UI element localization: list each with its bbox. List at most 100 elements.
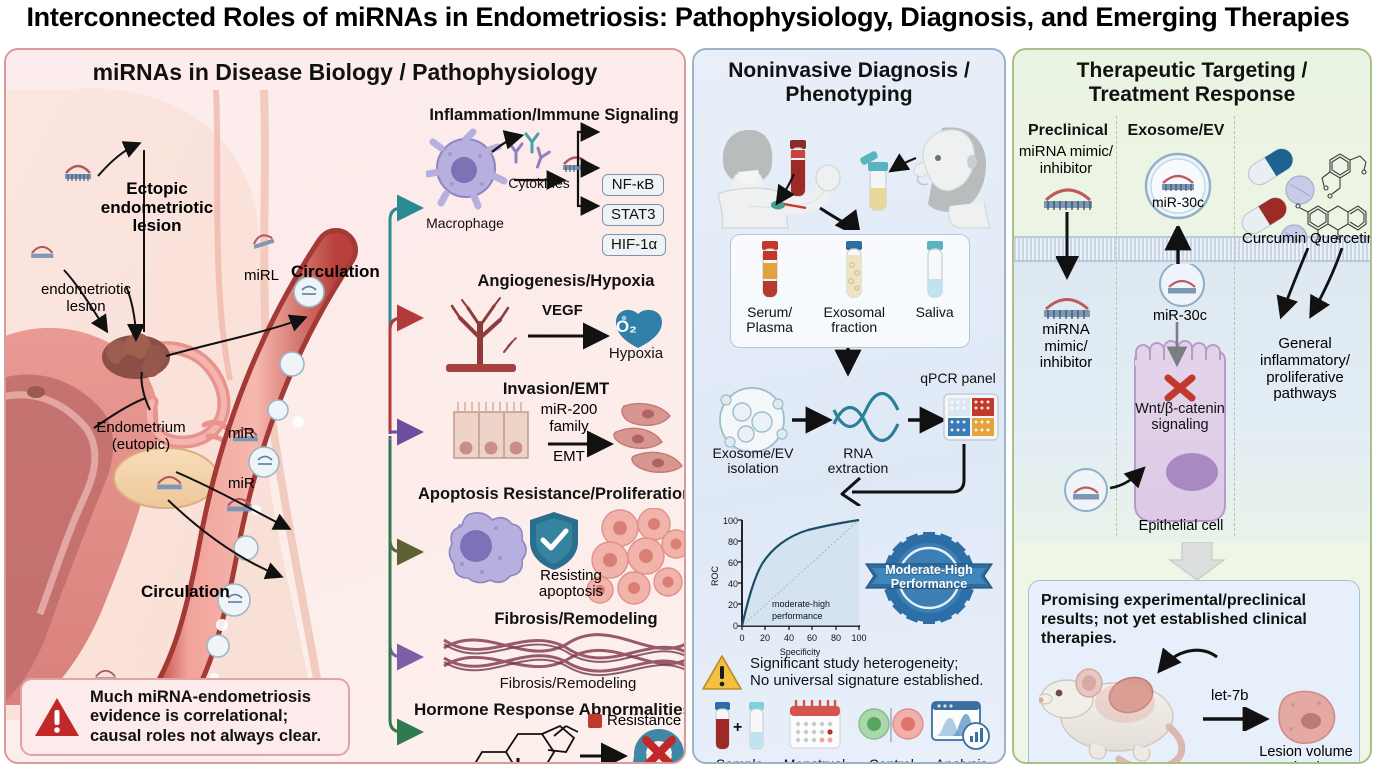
column-divider-1	[1116, 116, 1117, 536]
qpcr-to-roc-arrow	[840, 444, 966, 506]
label-qpcr-panel: qPCR panel	[920, 370, 996, 386]
tube-icon-exosomal-fraction	[846, 241, 863, 298]
factor-analysis-method: Analysis method	[927, 698, 996, 762]
mirna-hairpin-icon-intracellular	[1044, 298, 1090, 319]
reduced-lesion-illustration	[1278, 690, 1336, 744]
callout-correlational-text: Much miRNA-endometriosis evidence is cor…	[90, 687, 322, 745]
patient-sampling-illustration	[717, 127, 991, 230]
sample-tube-exosomal-fraction: Exosomal fraction	[824, 241, 885, 336]
exosome-membrane-vesicle-icon	[1159, 264, 1205, 307]
callout-promising-text: Promising experimental/preclinical resul…	[1041, 592, 1307, 648]
drug-compounds-illustration	[1241, 148, 1367, 242]
label-ectopic-lesion: Ectopic endometriotic lesion	[100, 179, 214, 236]
roc-x-axis-label: Specificity	[780, 647, 821, 657]
calendar-icon	[788, 699, 841, 749]
legend-resistance: Resistance	[588, 712, 681, 729]
column-divider-2	[1234, 116, 1235, 536]
roc-y-axis-label: ROC	[710, 566, 720, 587]
warning-heterogeneity-text: Significant study heterogeneity; No univ…	[750, 655, 984, 689]
mouse-model-illustration	[1039, 668, 1186, 762]
exosome-vesicle-icon	[1144, 152, 1212, 220]
section-heading-inflammation: Inflammation/Immune Signaling	[429, 106, 679, 124]
label-rna-extraction: RNA extraction	[827, 445, 889, 477]
label-resisting-apoptosis: Resisting apoptosis	[538, 567, 604, 601]
svg-text:+: +	[733, 719, 742, 736]
section-heading-apoptosis: Apoptosis Resistance/Proliferation	[418, 485, 686, 503]
steroid-structure-illustration	[474, 724, 579, 762]
control-selection-icon	[858, 708, 925, 742]
pathway-box-hif1a: HIF-1α	[602, 234, 667, 256]
factor-sample-type: + Sample type	[706, 698, 773, 762]
label-mir-1: miR	[228, 425, 255, 442]
svg-text:20: 20	[760, 633, 770, 643]
epithelial-cell-body	[1134, 350, 1226, 522]
tube-label-line2: Plasma	[746, 319, 793, 336]
column-head-preclinical: Preclinical	[1027, 122, 1109, 139]
label-endometriotic-lesion: endometriotic lesion	[40, 281, 132, 315]
svg-text:20: 20	[728, 600, 738, 610]
panel-therapeutics-title: Therapeutic Targeting / Treatment Respon…	[1076, 59, 1308, 106]
label-let7b: let-7b	[1211, 687, 1249, 704]
callout-promising-results: Promising experimental/preclinical resul…	[1028, 580, 1360, 762]
tube-label-line1: Exosomal	[823, 304, 885, 320]
pathway-connector-arrows	[388, 194, 424, 746]
sample-tube-box: Serum/ Plasma Exosomal fraction	[730, 234, 970, 348]
label-endometrium-eutopic: Endometrium (eutopic)	[96, 419, 186, 453]
factor-control-selection: Control selection	[856, 698, 927, 762]
warning-heterogeneity: Significant study heterogeneity; No univ…	[702, 654, 1002, 692]
macrophage-cytokines-illustration	[426, 128, 567, 210]
svg-text:100: 100	[851, 633, 866, 643]
warning-triangle-icon	[702, 655, 742, 690]
panel-pathophysiology-title: miRNAs in Disease Biology / Pathophysiol…	[92, 59, 598, 85]
performance-badge-text: Moderate-High Performance	[885, 563, 973, 591]
label-fibrosis-remodeling-caption: Fibrosis/Remodeling	[499, 675, 637, 692]
cell-nucleus	[1166, 453, 1218, 491]
lesion-pointer-arrow	[1157, 647, 1218, 674]
panel-diagnosis: Noninvasive Diagnosis / Phenotyping	[692, 48, 1006, 764]
analysis-method-icon	[931, 701, 991, 750]
label-emt: EMT	[553, 448, 585, 465]
diagnostic-workflow-illustration	[719, 387, 999, 453]
sample-type-icon: +	[714, 702, 764, 750]
label-vegf: VEGF	[542, 302, 583, 319]
svg-text:0: 0	[733, 621, 738, 631]
label-macrophage: Macrophage	[426, 215, 504, 231]
svg-text:40: 40	[784, 633, 794, 643]
pathway-block-x-icon	[1164, 374, 1196, 402]
hormone-arrow	[580, 742, 628, 762]
confounding-factors-row: + Sample type	[700, 698, 1002, 762]
pathway-box-stat3: STAT3	[602, 204, 665, 226]
angiogenesis-vessel-illustration	[446, 297, 662, 372]
pathway-box-nfkb: NF-κB	[602, 174, 664, 196]
drug-target-arrows	[1276, 248, 1344, 320]
label-mirna-mimic-inhibitor-top: miRNA mimic/ inhibitor	[1018, 143, 1114, 177]
svg-text:80: 80	[831, 633, 841, 643]
emt-illustration	[453, 402, 683, 473]
tube-icon-saliva	[926, 241, 943, 298]
label-curcumin: Curcumin	[1242, 230, 1307, 247]
sample-tube-serum-plasma: Serum/ Plasma	[746, 241, 793, 336]
mir30c-inhibition-arrow	[1166, 322, 1188, 368]
column-head-exosome-ev: Exosome/EV	[1127, 122, 1225, 139]
apoptosis-proliferation-illustration	[448, 508, 684, 605]
performance-badge: Moderate-High Performance	[862, 530, 996, 630]
sample-tube-saliva: Saliva	[916, 241, 954, 336]
workflow-down-arrow	[834, 348, 862, 377]
section-heading-fibrosis: Fibrosis/Remodeling	[494, 610, 658, 628]
label-mirl: miRL	[244, 267, 280, 284]
panel-pathophysiology: miRNAs in Disease Biology / Pathophysiol…	[4, 48, 686, 764]
label-epithelial-cell: Epithelial cell	[1138, 518, 1224, 534]
fibrosis-fibers-illustration	[443, 633, 684, 677]
badge-rosette-icon	[864, 532, 994, 624]
tube-label-line2: fraction	[831, 319, 878, 336]
warning-triangle-icon	[35, 698, 79, 736]
panel-therapeutics: Therapeutic Targeting / Treatment Respon…	[1012, 48, 1372, 764]
section-heading-hormone: Hormone Response Abnormalities	[414, 700, 686, 719]
svg-text:0: 0	[739, 633, 744, 643]
label-mir-200-family: miR-200 family	[540, 401, 598, 435]
progesterone-receptor-icon	[633, 729, 684, 762]
tube-icon-serum-plasma	[761, 241, 778, 298]
section-heading-angiogenesis: Angiogenesis/Hypoxia	[477, 272, 655, 290]
label-o2: O₂	[616, 317, 637, 336]
